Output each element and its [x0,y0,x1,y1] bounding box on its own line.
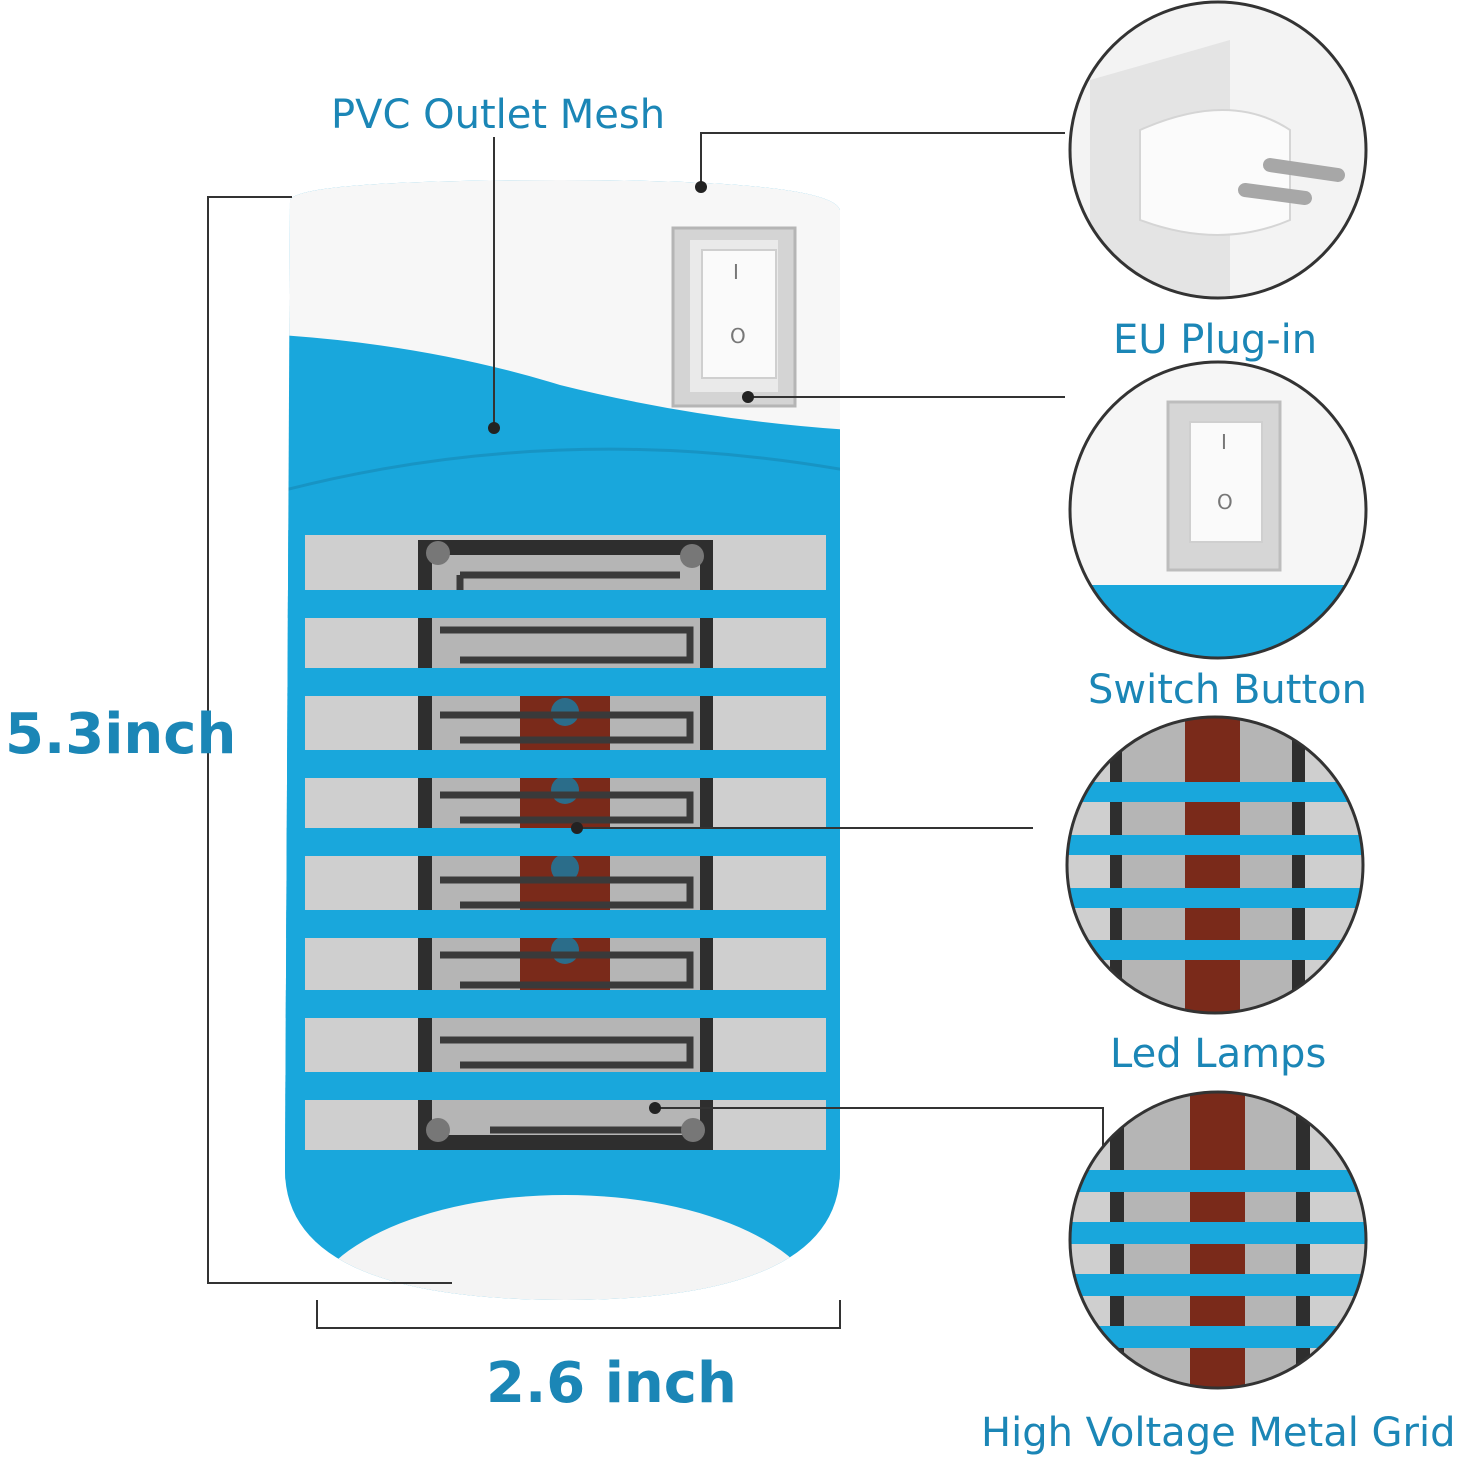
width-dimension-line [316,1300,841,1329]
switch-button-label: Switch Button [1088,667,1367,713]
device-switch [671,226,797,408]
leader-grid [655,1107,1104,1150]
detail-switch-on-mark: I [1221,430,1227,454]
height-dimension-line [207,196,452,1284]
switch-detail [1070,362,1366,658]
height-dimension-label: 5.3inch [5,702,237,767]
switch-off-mark: O [730,324,746,348]
leader-plug [700,132,1065,185]
high-voltage-metal-grid-label: High Voltage Metal Grid [981,1410,1456,1456]
detail-switch-off-mark: O [1217,490,1233,514]
width-dimension-label: 2.6 inch [486,1351,737,1416]
switch-on-mark: I [733,260,739,284]
eu-plug-detail [1070,2,1366,298]
led-lamps-label: Led Lamps [1110,1031,1327,1077]
eu-plug-in-label: EU Plug-in [1113,317,1318,363]
metal-grid-detail [1070,1092,1366,1388]
pvc-outlet-mesh-label: PVC Outlet Mesh [331,92,666,138]
led-lamps-detail [1067,717,1363,1013]
